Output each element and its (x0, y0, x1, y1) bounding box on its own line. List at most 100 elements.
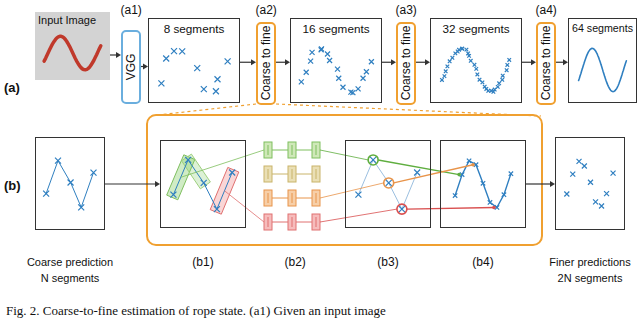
caption-line: 2N segments (549, 270, 630, 286)
layer-bar (268, 169, 269, 179)
point-marker (319, 47, 324, 52)
row-label: (b) (4, 178, 21, 193)
stage-title: 16 segments (291, 22, 381, 35)
point-marker (476, 73, 480, 77)
arrow-line (105, 183, 158, 184)
network-layer (312, 142, 320, 158)
layer-bar (316, 169, 317, 179)
caption-line: Finer predictions (549, 254, 630, 270)
point-marker (473, 63, 477, 67)
point-marker (299, 79, 304, 84)
point-marker (340, 85, 345, 90)
flow-arrow (526, 181, 555, 187)
caption-line: N segments (27, 270, 113, 286)
layer-bar (316, 145, 317, 155)
refine-arrow (378, 160, 459, 175)
layer-link (272, 222, 288, 223)
point-marker (446, 65, 450, 69)
arrow-tip (457, 173, 461, 177)
process-block: Coarse to fine (536, 22, 556, 105)
input-image: Input Image (35, 12, 110, 80)
input-photo (35, 12, 110, 80)
point-marker (577, 159, 582, 164)
point-marker (599, 204, 604, 209)
point-marker (171, 48, 177, 54)
point-marker (611, 171, 616, 176)
feature-link (225, 191, 264, 222)
flow-arrow (110, 52, 121, 58)
box-caption: Finer predictions2N segments (549, 254, 630, 286)
coarse-rope (358, 160, 417, 209)
block-label: VGG (124, 54, 138, 81)
callout-label: (b2) (285, 255, 306, 269)
block-label: Coarse to fine (259, 26, 273, 101)
point-marker (443, 74, 447, 78)
point-marker (399, 206, 405, 212)
point-marker (386, 180, 392, 186)
refine-arrow (407, 207, 494, 209)
layer-bar (316, 217, 317, 227)
point-marker (78, 204, 84, 210)
point-marker (481, 81, 485, 85)
process-block: Coarse to fine (256, 22, 276, 105)
point-marker (501, 74, 505, 78)
stage-title: 64 segments (569, 22, 636, 34)
point-marker (370, 157, 376, 163)
box-caption: Coarse predictionN segments (27, 254, 113, 286)
point-marker (43, 191, 49, 197)
caption-line: (b1) (192, 254, 213, 271)
point-marker (496, 85, 500, 89)
point-marker (214, 206, 220, 212)
point-marker (194, 65, 200, 71)
point-marker (440, 78, 444, 82)
point-marker (185, 157, 191, 163)
image-title: Input Image (38, 14, 96, 26)
point-marker (335, 67, 340, 72)
point-marker (467, 159, 471, 163)
point-marker (448, 60, 452, 64)
network-layer (288, 142, 296, 158)
flow-arrow (416, 59, 430, 65)
point-marker (474, 67, 478, 71)
flow-arrow (382, 59, 396, 65)
arrow-tip (471, 163, 475, 167)
point-marker (327, 58, 332, 63)
point-marker (502, 192, 506, 196)
flow-arrow (522, 59, 536, 65)
point-marker (453, 193, 457, 197)
point-marker (564, 192, 569, 197)
point-marker (68, 179, 74, 185)
network-layer (312, 166, 320, 182)
point-marker (308, 59, 313, 64)
stage-box: 8 segments (148, 18, 240, 103)
callout-label: (a1) (121, 3, 142, 17)
point-marker (488, 200, 492, 204)
point-marker (364, 69, 369, 74)
point-marker (336, 76, 341, 81)
point-marker (507, 58, 511, 62)
point-marker (304, 70, 309, 75)
point-marker (588, 180, 593, 185)
network-layer (288, 190, 296, 206)
flow-arrow (276, 59, 290, 65)
step-box: (b3) (345, 140, 431, 228)
point-marker (310, 50, 315, 55)
point-marker (55, 158, 61, 164)
point-marker (319, 46, 324, 51)
refined-point (397, 204, 407, 214)
step-box: (b1) (160, 140, 246, 228)
point-marker (604, 191, 609, 196)
point-marker (325, 52, 330, 57)
point-marker (201, 180, 207, 186)
refined-point (368, 155, 378, 165)
point-marker (481, 181, 485, 185)
process-block: Coarse to fine (396, 22, 416, 105)
layer-bar (292, 217, 293, 227)
point-marker (355, 192, 361, 198)
layer-bar (268, 217, 269, 227)
layer-link (272, 174, 288, 175)
caption-line: (b4) (472, 254, 493, 271)
flow-arrow (105, 181, 160, 187)
point-marker (467, 54, 471, 58)
coarse-rope (46, 161, 93, 208)
